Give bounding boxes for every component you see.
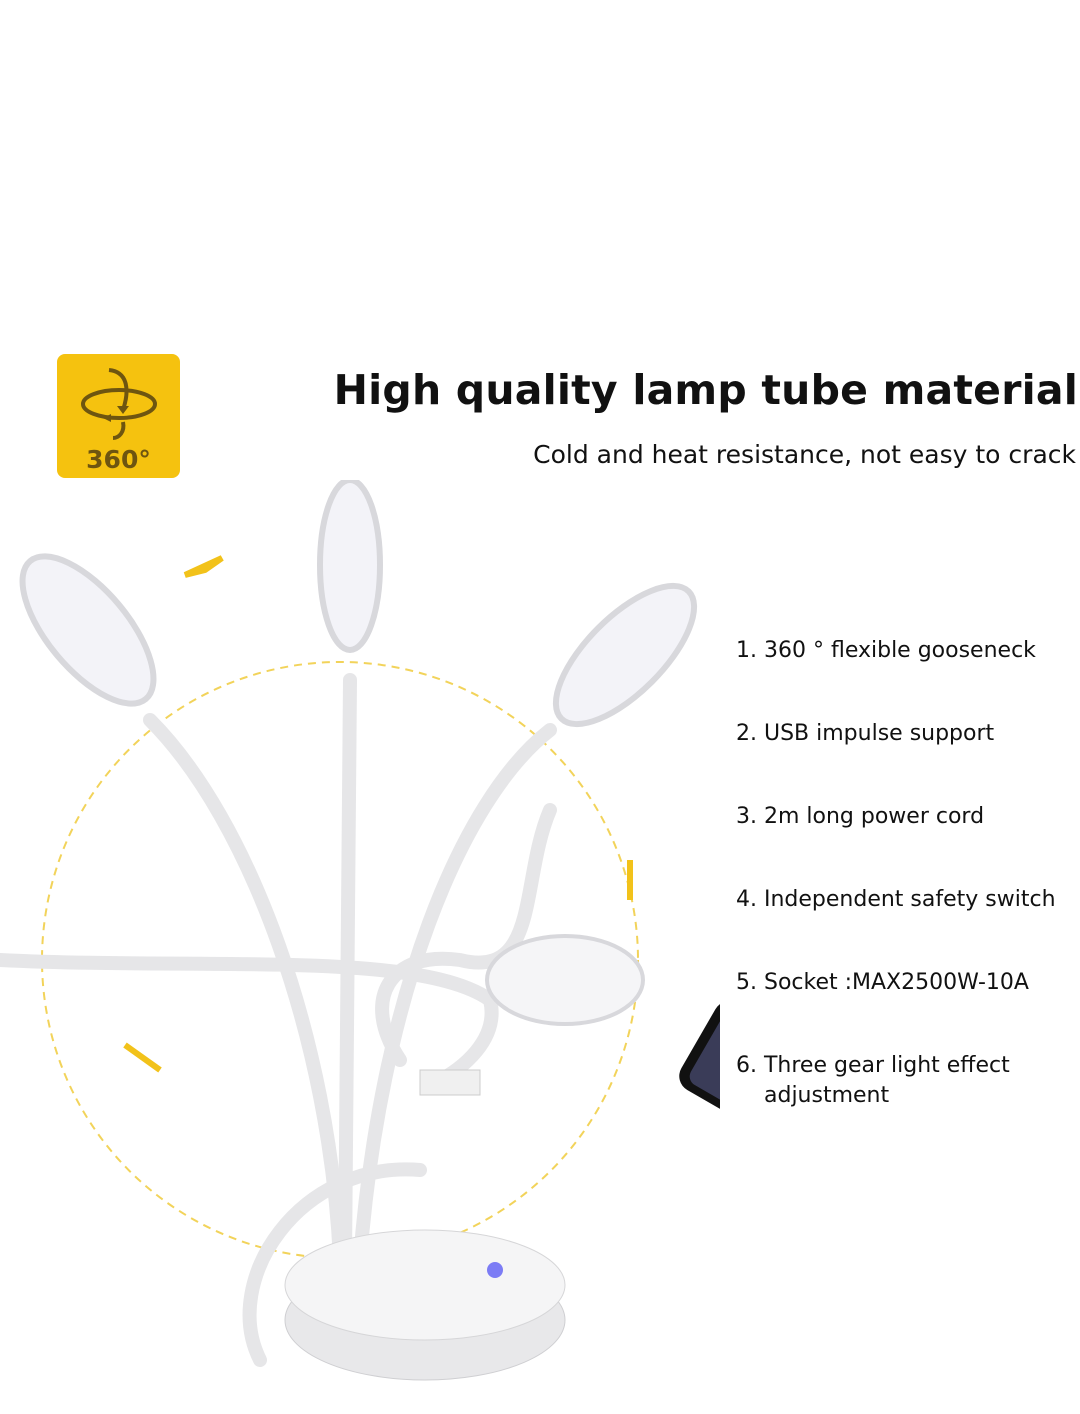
page-title: High quality lamp tube material [333, 366, 1078, 414]
feature-item: 5. Socket :MAX2500W-10A [736, 968, 1056, 998]
page-subtitle: Cold and heat resistance, not easy to cr… [533, 440, 1076, 469]
arrow-icon [123, 1042, 162, 1073]
switch-icon [487, 1262, 503, 1278]
feature-text: 3. 2m long power cord [736, 804, 985, 829]
lamp-head [552, 582, 698, 728]
lamp-head [19, 553, 157, 707]
feature-item: 2. USB impulse support [736, 719, 1056, 749]
feature-text: 6. Three gear light effect [736, 1053, 1010, 1078]
rotation-badge: 360° [57, 354, 180, 478]
feature-list: 1. 360 ° flexible gooseneck 2. USB impul… [736, 636, 1056, 1164]
feature-item: 4. Independent safety switch [736, 885, 1056, 915]
rotate-360-icon [81, 368, 157, 440]
feature-item: 3. 2m long power cord [736, 802, 1056, 832]
smartphone [679, 1001, 720, 1192]
feature-text-continued: adjustment [764, 1083, 890, 1108]
power-strip-top [284, 1229, 566, 1341]
feature-item: 6. Three gear light effect adjustment [736, 1051, 1056, 1111]
plug [419, 1069, 481, 1096]
lamp-head [485, 934, 645, 1026]
lamp-head [317, 480, 383, 653]
lamp-illustration [0, 480, 720, 1381]
badge-label: 360° [86, 445, 151, 474]
feature-text: 4. Independent safety switch [736, 887, 1056, 912]
feature-text: 2. USB impulse support [736, 721, 995, 746]
arrow-icon [183, 555, 224, 578]
feature-item: 1. 360 ° flexible gooseneck [736, 636, 1056, 666]
feature-text: 5. Socket :MAX2500W-10A [736, 970, 1029, 995]
feature-text: 1. 360 ° flexible gooseneck [736, 638, 1036, 663]
